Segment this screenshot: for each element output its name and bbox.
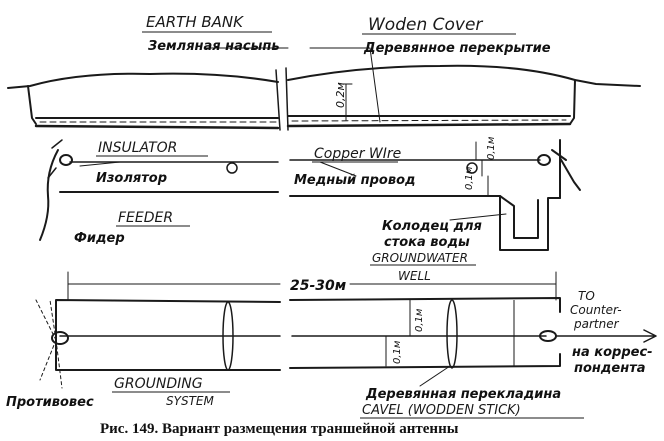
to-counterpartner-2: Counter- bbox=[570, 303, 622, 317]
well-label-ru-1: Колодец для bbox=[382, 219, 482, 234]
feeder-label-ru: Фидер bbox=[74, 231, 125, 246]
to-counterpartner-3: partner bbox=[573, 317, 620, 331]
right-anchor-stake bbox=[551, 149, 581, 191]
groundwater-label-en-1: GROUNDWATER bbox=[372, 251, 468, 265]
grounding-label-en-1: GROUNDING bbox=[114, 376, 203, 392]
insulator-left bbox=[59, 154, 73, 166]
section-view bbox=[7, 47, 641, 251]
wooden-cover bbox=[34, 67, 572, 131]
plan-top-dim: 0,1м bbox=[414, 308, 425, 332]
earth-bank-label-ru: Земляная насыпь bbox=[148, 39, 280, 54]
feeder-cable bbox=[39, 149, 59, 241]
feeder-label-en: FEEDER bbox=[118, 210, 173, 226]
groundwater-label-en-2: WELL bbox=[398, 269, 431, 283]
wire-support-2 bbox=[466, 162, 478, 174]
grounding-label-en-2: SYSTEM bbox=[166, 394, 214, 408]
cavel-label-en: CAVEL (WODDEN STICK) bbox=[362, 403, 521, 418]
figure-caption: Рис. 149. Вариант размещения траншейной … bbox=[100, 421, 459, 437]
wire-top-dim: 0,1м bbox=[486, 136, 497, 160]
copper-wire-label-ru: Медный провод bbox=[294, 173, 416, 188]
plan-trench-right bbox=[289, 297, 561, 369]
length-dim: 25-30м bbox=[290, 278, 346, 294]
plan-view bbox=[35, 271, 657, 389]
length-dimension-line bbox=[67, 271, 557, 301]
trench-right-wall bbox=[569, 79, 576, 125]
insulator-label-ru: Изолятор bbox=[96, 171, 167, 186]
wire-support-1 bbox=[226, 162, 238, 174]
counterpoise-label-ru: Противовес bbox=[6, 395, 94, 410]
earth-bank-label-en: EARTH BANK bbox=[146, 13, 244, 31]
trench-left-wall bbox=[27, 85, 37, 125]
plan-insulator-left bbox=[51, 331, 69, 345]
wooden-cover-label-en: Woden Cover bbox=[368, 15, 483, 35]
insulator-label-en: INSULATOR bbox=[98, 140, 177, 156]
plan-trench-left bbox=[55, 299, 281, 371]
to-counterpartner-1: TO bbox=[578, 289, 595, 303]
crossbar-2 bbox=[446, 299, 458, 369]
copper-wire bbox=[69, 159, 541, 163]
well-label-ru-2: стока воды bbox=[384, 235, 470, 250]
to-correspondent-ru-1: на коррес- bbox=[572, 345, 653, 360]
cover-depth-dim: 0,2м bbox=[334, 82, 347, 108]
to-correspondent-arrow bbox=[555, 329, 657, 343]
groundwater-well bbox=[499, 195, 539, 239]
trench-bottom bbox=[59, 191, 561, 251]
earth-bank-mound bbox=[7, 64, 641, 89]
insulator-right bbox=[537, 154, 551, 166]
crossbar-1 bbox=[222, 301, 234, 371]
crossbar-label-ru: Деревянная перекладина bbox=[365, 387, 561, 402]
to-correspondent-ru-2: пондента bbox=[574, 361, 646, 376]
wire-bottom-dim: 0,1м bbox=[464, 166, 475, 190]
wooden-cover-label-ru: Деревянное перекрытие bbox=[363, 41, 551, 56]
copper-wire-label-en: Copper WIre bbox=[314, 146, 401, 162]
plan-bottom-dim: 0,1м bbox=[392, 340, 403, 364]
